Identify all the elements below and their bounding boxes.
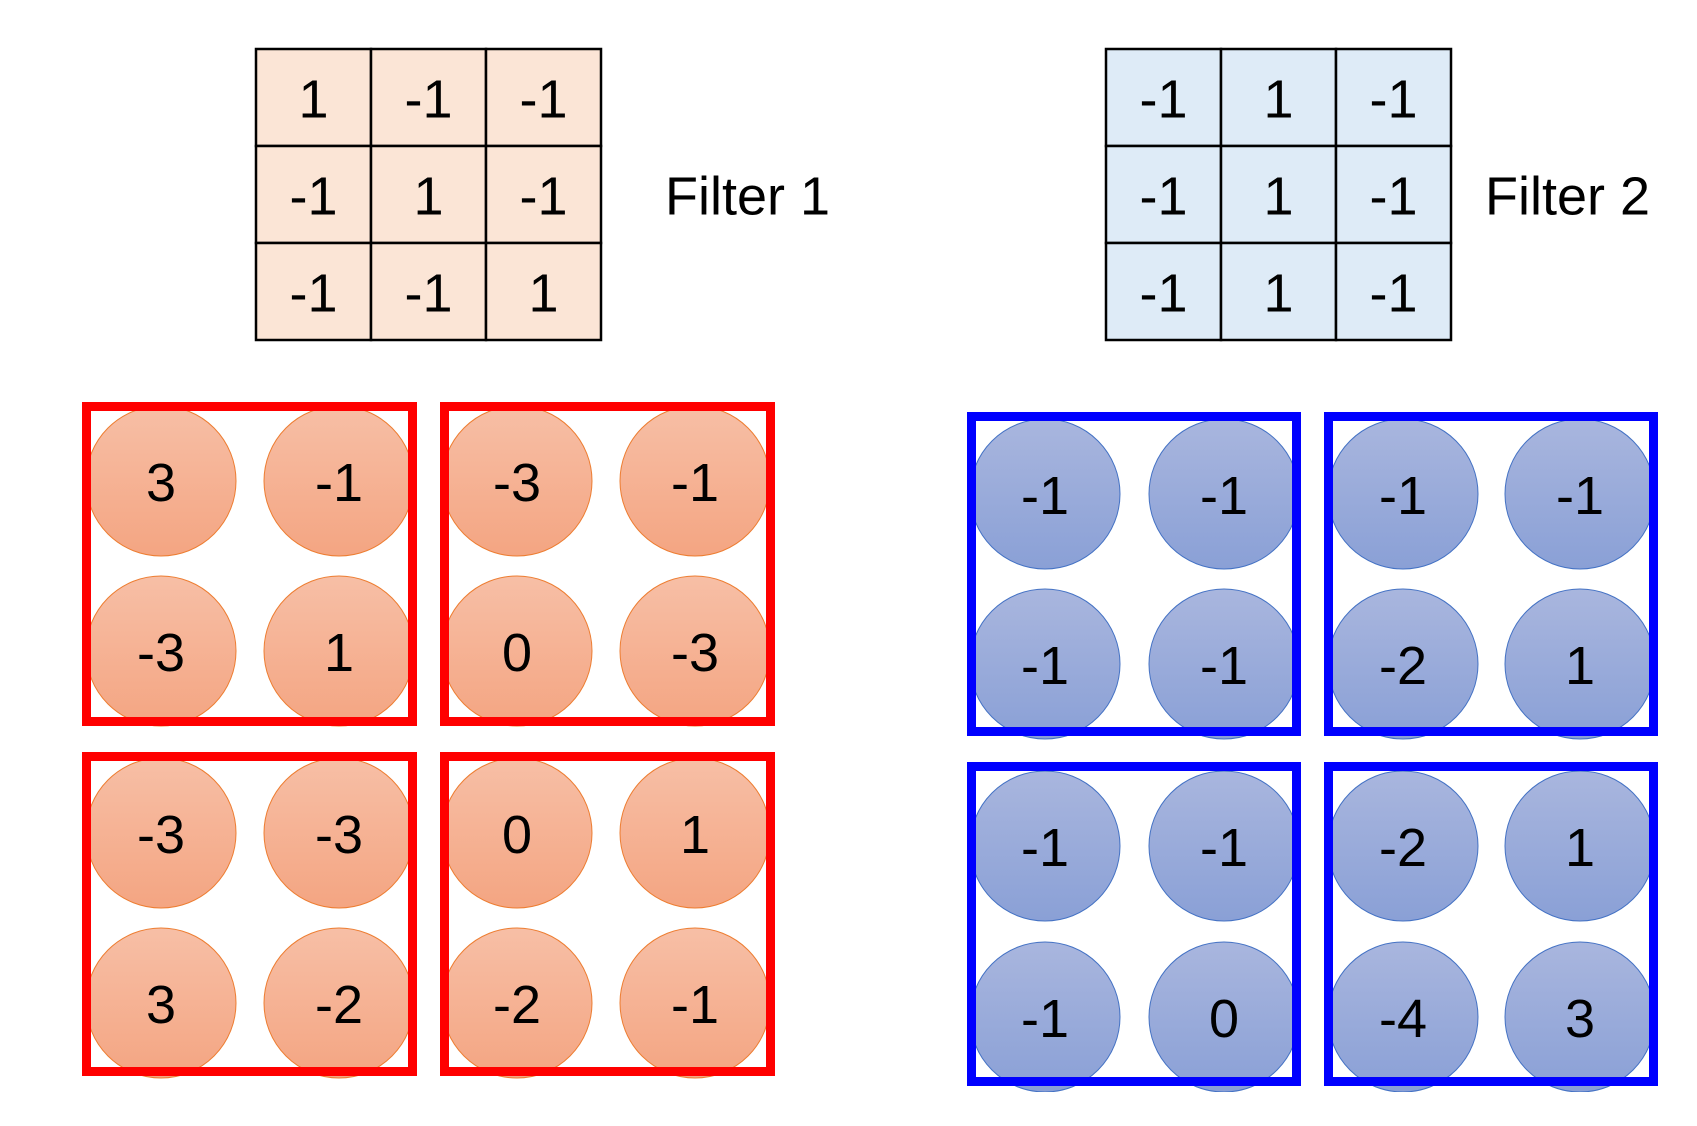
- neuron-value: -3: [315, 805, 363, 865]
- neuron-value: 1: [680, 805, 710, 865]
- feature-map-1: 3 -1 -3 1 -3 -1 0 -3 -3 -3 3 -2 0 1 -2 -1: [82, 402, 775, 1079]
- neuron-value: -3: [671, 623, 719, 683]
- pooling-group: -3 -3 3 -2: [82, 752, 417, 1079]
- pooling-group: -1 -1 -2 1: [1324, 412, 1658, 740]
- filter-cell: [254, 47, 373, 148]
- filter-1-matrix: 1 -1 -1 -1 1 -1 -1 -1 1: [254, 47, 603, 342]
- neuron-value: -3: [493, 453, 541, 513]
- neuron-value: -1: [671, 453, 719, 513]
- pooling-box: [1324, 762, 1658, 1086]
- pooling-box: [440, 752, 775, 1076]
- pooling-box: [967, 762, 1301, 1086]
- filter-cell: [1219, 144, 1338, 245]
- filter-cell-value: 1: [528, 264, 558, 324]
- neuron-value: -1: [1200, 466, 1248, 526]
- filter-cell: [1334, 47, 1453, 148]
- filter-cell-value: -1: [1139, 167, 1187, 227]
- pooling-box: [1324, 412, 1658, 736]
- filter-cell: [484, 241, 603, 342]
- neuron-value: -1: [1021, 818, 1069, 878]
- neuron-value: -3: [137, 623, 185, 683]
- neuron-value: 3: [1565, 989, 1595, 1049]
- filter-cell-value: -1: [519, 70, 567, 130]
- pooling-group: 0 1 -2 -1: [440, 752, 775, 1079]
- neuron-value: 1: [324, 623, 354, 683]
- filter-cell-value: -1: [289, 167, 337, 227]
- neuron-value: 0: [502, 805, 532, 865]
- neuron-value: -2: [1379, 818, 1427, 878]
- filter-cell-value: -1: [519, 167, 567, 227]
- neuron-value: 1: [1565, 818, 1595, 878]
- neuron-value: 1: [1565, 636, 1595, 696]
- neuron-value: -1: [1021, 989, 1069, 1049]
- filter-cell-value: -1: [1139, 70, 1187, 130]
- filter-2-matrix: -1 1 -1 -1 1 -1 -1 1 -1: [1104, 47, 1453, 342]
- neuron-value: 0: [1209, 989, 1239, 1049]
- feature-map-2: -1 -1 -1 -1 -1 -1 -2 1 -1 -1 -1 0 -2 1 -4 3: [967, 412, 1658, 1092]
- filter-2-label: Filter 2: [1485, 167, 1650, 227]
- filter-cell-value: -1: [1369, 264, 1417, 324]
- filter-cell: [1104, 47, 1223, 148]
- filter-cell-value: -1: [404, 70, 452, 130]
- filter-cell: [1334, 241, 1453, 342]
- neuron-value: 3: [146, 975, 176, 1035]
- filter-cell-value: -1: [404, 264, 452, 324]
- filter-cell: [1219, 241, 1338, 342]
- pooling-group: -3 -1 0 -3: [440, 402, 775, 727]
- neuron-value: 0: [502, 623, 532, 683]
- pooling-box: [440, 402, 775, 726]
- filter-cell-value: -1: [1369, 70, 1417, 130]
- filter-cell: [1104, 241, 1223, 342]
- pooling-box: [82, 752, 417, 1076]
- filter-cell-value: -1: [1369, 167, 1417, 227]
- filter-cell: [254, 241, 373, 342]
- pooling-box: [82, 402, 417, 726]
- feature-maps: 3 -1 -3 1 -3 -1 0 -3 -3 -3 3 -2 0 1 -2 -1 -1 -1 -1 -1 -1 -1 -2…: [82, 402, 1658, 1092]
- filter-cell: [484, 144, 603, 245]
- filter-cell: [369, 241, 488, 342]
- pooling-box: [967, 412, 1301, 736]
- neuron-value: -1: [1379, 466, 1427, 526]
- pooling-group: -1 -1 -1 0: [967, 762, 1301, 1092]
- neuron-value: -2: [315, 975, 363, 1035]
- neuron-value: 3: [146, 453, 176, 513]
- neuron-value: -1: [1021, 466, 1069, 526]
- pooling-group: -2 1 -4 3: [1324, 762, 1658, 1092]
- pooling-group: 3 -1 -3 1: [82, 402, 417, 727]
- filter-1-label: Filter 1: [665, 167, 830, 227]
- neuron-value: -4: [1379, 989, 1427, 1049]
- filter-cell-value: 1: [298, 70, 328, 130]
- neuron-value: -3: [137, 805, 185, 865]
- neuron-value: -2: [1379, 636, 1427, 696]
- filter-cell-value: 1: [1263, 264, 1293, 324]
- filter-cell: [369, 47, 488, 148]
- filter-cell-value: 1: [1263, 167, 1293, 227]
- neuron-value: -1: [1200, 818, 1248, 878]
- neuron-value: -1: [1021, 636, 1069, 696]
- neuron-value: -1: [671, 975, 719, 1035]
- filter-cell-value: 1: [413, 167, 443, 227]
- filter-cell-value: -1: [289, 264, 337, 324]
- neuron-value: -2: [493, 975, 541, 1035]
- filter-cell-value: 1: [1263, 70, 1293, 130]
- pooling-group: -1 -1 -1 -1: [967, 412, 1301, 740]
- neuron-value: -1: [1200, 636, 1248, 696]
- neuron-value: -1: [1556, 466, 1604, 526]
- neuron-value: -1: [315, 453, 363, 513]
- filter-cell-value: -1: [1139, 264, 1187, 324]
